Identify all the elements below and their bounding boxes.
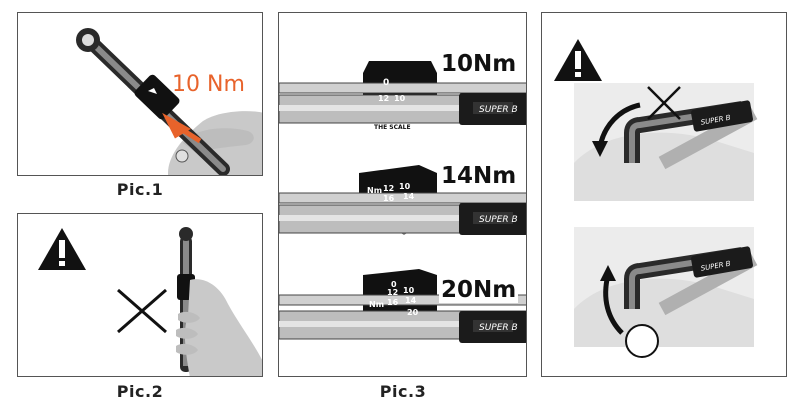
scale-mark: 10 [394, 94, 406, 103]
torque-label-10nm: 10Nm [439, 51, 519, 77]
pic3-caption: Pic.3 [379, 382, 427, 401]
pic4-illustration: SUPER B SUPER B [554, 39, 758, 358]
pic2-caption: Pic.2 [116, 382, 164, 401]
scale-mark: 16 [383, 194, 395, 203]
scale-mark: 12 [383, 184, 394, 193]
scale-mark: 16 [387, 298, 399, 307]
scale-mark: 14 [405, 296, 417, 305]
wrench-row-10nm: SUPER B 0 12 10 THE SCALE [279, 61, 526, 131]
scale-mark: 0 [383, 78, 389, 88]
pic1-panel: 10 Nm [17, 12, 263, 176]
correct-direction-photo: SUPER B [574, 227, 758, 347]
brand-logo: SUPER B [479, 105, 518, 115]
wrench-row-20nm: SUPER B 0 Nm 12 10 16 14 20 [279, 269, 526, 343]
pic4-panel: SUPER B SUPER B [541, 12, 787, 377]
scale-mark: 12 [387, 288, 398, 297]
torque-label-20nm: 20Nm [439, 277, 519, 303]
scale-mark: 10 [399, 182, 411, 191]
torque-setting-label: 10 Nm [172, 72, 245, 97]
rotation-arrow-icon [603, 274, 624, 335]
cross-mark-icon [117, 288, 167, 334]
circle-ok-icon [625, 324, 659, 358]
push-arrow-icon [162, 112, 202, 144]
pic1-caption: Pic.1 [116, 180, 164, 199]
scale-mark: 10 [403, 286, 415, 295]
brand-logo: SUPER B [479, 215, 518, 225]
pic3-panel: SUPER B 0 12 10 THE SCALE SUPER B Nm 12 … [278, 12, 527, 377]
scale-mark: 14 [403, 192, 415, 201]
pic2-illustration [38, 227, 262, 376]
wrong-direction-photo: SUPER B [574, 83, 758, 201]
torque-wrench [76, 28, 230, 175]
pic2-panel [17, 213, 263, 377]
hand-shape [184, 279, 262, 376]
pic3-illustration: SUPER B 0 12 10 THE SCALE SUPER B Nm 12 … [279, 61, 526, 343]
wrench-row-14nm: SUPER B Nm 12 10 16 14 [279, 165, 526, 235]
warning-triangle-icon [38, 228, 86, 270]
finger-shape [176, 311, 200, 355]
scale-text: THE SCALE [374, 124, 411, 131]
scale-mark: Nm [369, 300, 384, 309]
scale-mark: Nm [367, 186, 382, 195]
brand-logo: SUPER B [479, 323, 518, 333]
scale-mark: 20 [407, 308, 419, 317]
warning-triangle-icon [554, 39, 602, 81]
scale-mark: 0 [391, 280, 397, 289]
pic1-illustration [76, 28, 262, 175]
scale-mark: 12 [378, 94, 389, 103]
torque-label-14nm: 14Nm [439, 163, 519, 189]
cross-mark-icon [647, 86, 681, 120]
